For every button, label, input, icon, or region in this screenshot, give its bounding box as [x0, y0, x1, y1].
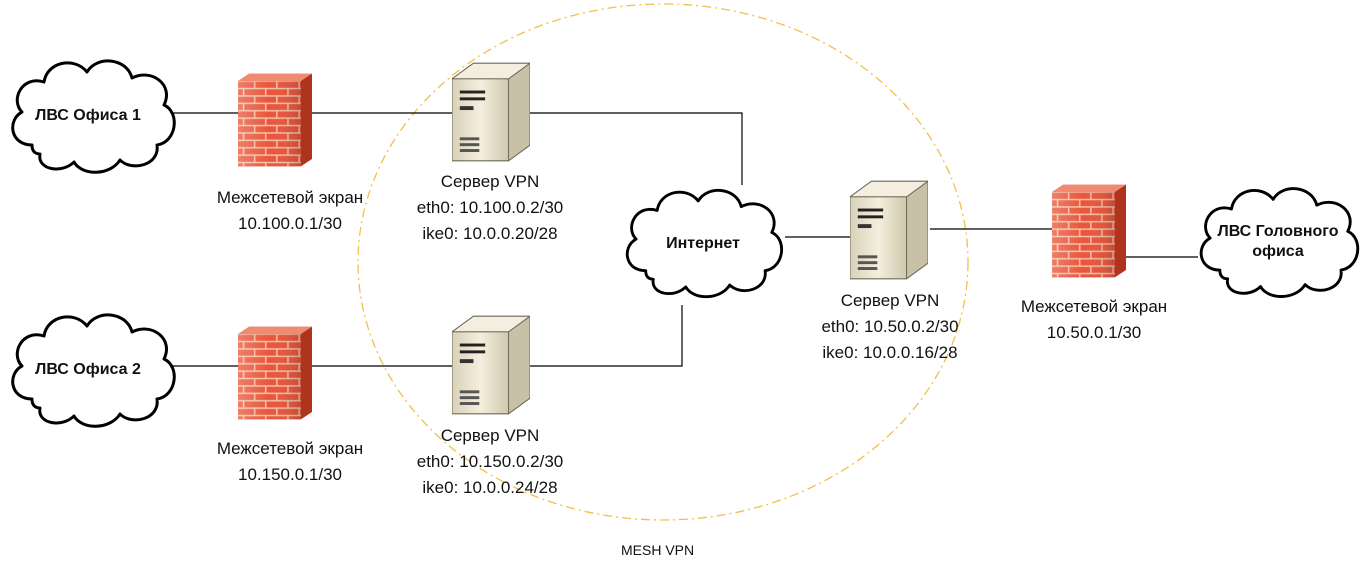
firewall-3-icon [1052, 184, 1126, 278]
server-2-ike: ike0: 10.0.0.24/28 [422, 478, 558, 497]
mesh-vpn-label: MESH VPN [621, 542, 695, 558]
firewall-1-ip: 10.100.0.1/30 [238, 214, 342, 233]
firewall-1-name: Межсетевой экран [216, 188, 364, 207]
server-3-eth: eth0: 10.50.0.2/30 [821, 317, 959, 336]
firewall-1-label: Межсетевой экран 10.100.0.1/30 [190, 187, 390, 235]
cloud-head-office-line1: ЛВС Головного [1217, 223, 1339, 240]
firewall-2-ip: 10.150.0.1/30 [238, 465, 342, 484]
server-3-name: Сервер VPN [840, 291, 940, 310]
firewall-1-icon [238, 73, 312, 167]
server-1-eth: eth0: 10.100.0.2/30 [416, 198, 564, 217]
mesh-vpn-boundary [357, 3, 969, 521]
server-1-ike: ike0: 10.0.0.20/28 [422, 224, 558, 243]
cloud-office1-label: ЛВС Офиса 1 [35, 107, 141, 124]
server-1-name: Сервер VPN [440, 172, 540, 191]
firewall-2-name: Межсетевой экран [216, 439, 364, 458]
server-2-icon [452, 315, 530, 415]
server-3-label: Сервер VPN eth0: 10.50.0.2/30 ike0: 10.0… [790, 290, 990, 364]
server-2-label: Сервер VPN eth0: 10.150.0.2/30 ike0: 10.… [390, 425, 590, 499]
firewall-2-label: Межсетевой экран 10.150.0.1/30 [190, 438, 390, 486]
server-3-ike: ike0: 10.0.0.16/28 [822, 343, 958, 362]
cloud-head-office-label: ЛВС Головного офиса [1192, 222, 1364, 262]
cloud-internet-label: Интернет [666, 235, 740, 252]
server-2-name: Сервер VPN [440, 426, 540, 445]
connection-lines [170, 112, 1198, 367]
server-3-icon [850, 180, 928, 280]
server-2-eth: eth0: 10.150.0.2/30 [416, 452, 564, 471]
firewall-2-icon [238, 326, 312, 420]
cloud-office2-label: ЛВС Офиса 2 [35, 361, 141, 378]
cloud-head-office-line2: офиса [1252, 243, 1304, 260]
firewall-3-ip: 10.50.0.1/30 [1046, 323, 1142, 342]
server-1-label: Сервер VPN eth0: 10.100.0.2/30 ike0: 10.… [390, 171, 590, 245]
firewall-3-label: Межсетевой экран 10.50.0.1/30 [994, 296, 1194, 344]
firewall-3-name: Межсетевой экран [1020, 297, 1168, 316]
server-1-icon [452, 62, 530, 162]
